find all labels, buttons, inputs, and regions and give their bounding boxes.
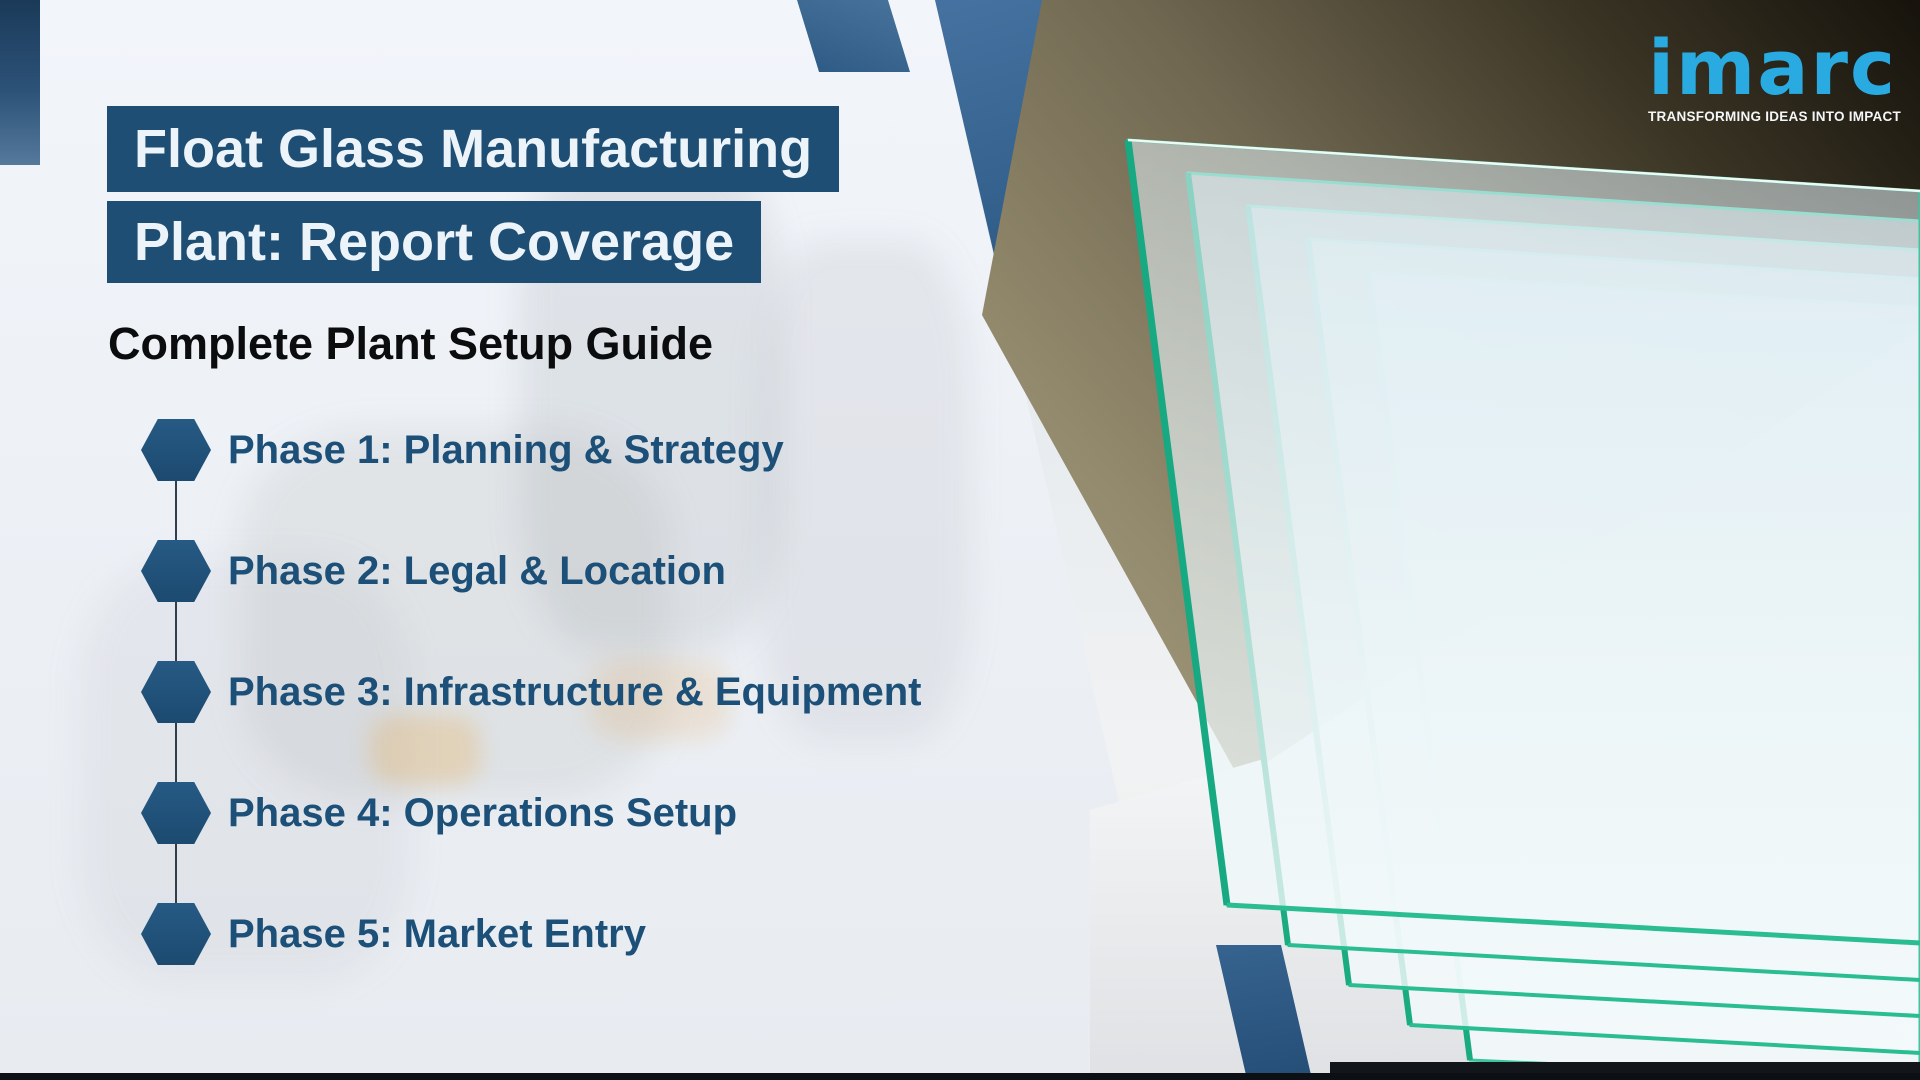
imarc-logo: imarc TRANSFORMING IDEAS INTO IMPACT [1648,23,1908,125]
phase-label: Phase 4: Operations Setup [228,790,738,835]
phase-list-item: Phase 2: Legal & Location [141,540,726,602]
page-subtitle: Complete Plant Setup Guide [108,318,714,369]
phase-list-item: Phase 5: Market Entry [141,903,646,965]
backdrop-light-glow [590,660,730,740]
glass-pane [1124,138,1920,946]
phase-label: Phase 1: Planning & Strategy [228,427,784,472]
hexagon-bullet-icon [141,540,211,602]
hexagon-bullet-icon [141,782,211,844]
hexagon-bullet-icon [141,903,211,965]
phase-list-item: Phase 3: Infrastructure & Equipment [141,661,921,723]
imarc-logo-wordmark: imarc [1648,23,1898,112]
corner-accent-bar [0,0,40,165]
imarc-logo-tagline: TRANSFORMING IDEAS INTO IMPACT [1648,109,1901,124]
hexagon-bullet-icon [141,661,211,723]
phase-label: Phase 2: Legal & Location [228,548,726,593]
page-title-line2: Plant: Report Coverage [107,201,762,283]
bottom-edge-strip [0,1073,1920,1080]
phase-list-item: Phase 4: Operations Setup [141,782,737,844]
phase-label: Phase 5: Market Entry [228,911,646,956]
glass-panes-photo [935,0,1920,1080]
page-title-line1: Float Glass Manufacturing [107,106,840,192]
backdrop-silhouette [760,240,970,740]
bottom-parallelogram [1216,945,1311,1075]
phase-list-item: Phase 1: Planning & Strategy [141,419,784,481]
glass-panes [1124,138,1920,1080]
phase-label: Phase 3: Infrastructure & Equipment [228,669,922,714]
backdrop-silhouette [240,430,670,800]
hexagon-bullet-icon [141,419,211,481]
backdrop-silhouette [80,560,410,980]
backdrop-light-glow [370,715,480,785]
top-accent-parallelogram [797,0,910,72]
